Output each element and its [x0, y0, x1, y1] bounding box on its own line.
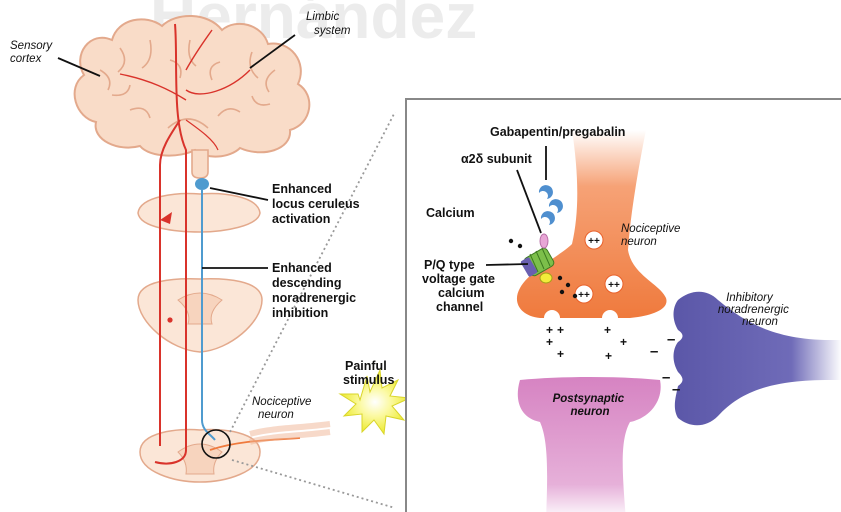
locus-ceruleus-label: Enhanced locus ceruleus activation: [272, 182, 363, 226]
spinal-cord-sections: [138, 194, 262, 482]
svg-text:+: +: [557, 323, 564, 337]
svg-text:+: +: [605, 349, 612, 363]
svg-text:++: ++: [578, 290, 590, 301]
svg-text:++: ++: [588, 236, 600, 247]
svg-text:++: ++: [608, 280, 620, 291]
svg-text:–: –: [672, 381, 680, 398]
alpha2delta-subunit-label: α2δ subunit: [461, 152, 533, 166]
nociceptive-neuron-left-label: Nociceptive neuron: [252, 396, 315, 421]
svg-text:–: –: [662, 369, 670, 386]
svg-text:+: +: [546, 335, 553, 349]
sensory-cortex-label: Sensory cortex: [10, 40, 55, 65]
svg-text:+: +: [620, 335, 627, 349]
descending-inhibition-label: Enhanced descending noradrenergic inhibi…: [272, 261, 360, 320]
calcium-label: Calcium: [426, 206, 475, 220]
painful-stimulus-label: Painful stimulus: [343, 359, 394, 387]
svg-text:–: –: [650, 343, 658, 360]
svg-text:–: –: [667, 331, 675, 348]
gabapentin-label: Gabapentin/pregabalin: [490, 125, 625, 139]
svg-text:+: +: [557, 347, 564, 361]
svg-text:+: +: [604, 323, 611, 337]
